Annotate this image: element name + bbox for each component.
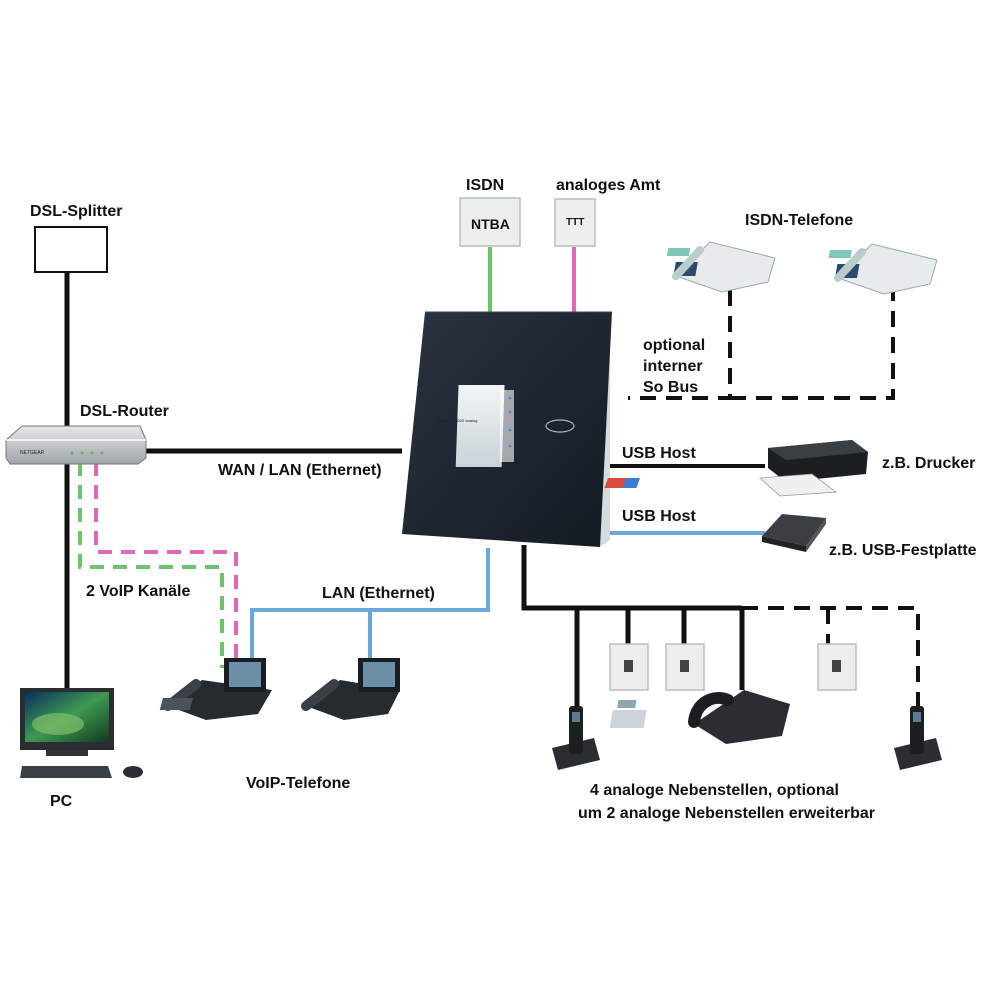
so-bus-line	[628, 290, 895, 400]
analog-ext-label-2: um 2 analoge Nebenstellen erweiterbar	[578, 805, 875, 822]
isdn-phone-1	[666, 241, 776, 293]
lan-line	[250, 548, 490, 668]
voip-channels-label: 2 VoIP Kanäle	[86, 583, 190, 600]
usb-disk	[762, 514, 826, 552]
dsl-splitter	[34, 226, 108, 273]
ntba-label: NTBA	[471, 216, 510, 232]
analog-amt-socket: TTT	[554, 198, 596, 247]
analog-amt-label: analoges Amt	[556, 177, 661, 194]
optional-label-2: interner	[643, 358, 703, 375]
analog-ext-line	[521, 545, 745, 710]
optional-label-3: So Bus	[643, 379, 698, 396]
pbx-model-text: COMmpact 3000 analog	[434, 418, 477, 423]
ttt-text: TTT	[566, 217, 584, 228]
ntba-box: NTBA	[459, 197, 521, 247]
analog-ext-label-1: 4 analoge Nebenstellen, optional	[590, 782, 839, 799]
voip-phone-1	[23, 658, 272, 720]
voip-pink-line	[94, 462, 238, 668]
isdn-phones-label: ISDN-Telefone	[745, 212, 853, 229]
dsl-splitter-label: DSL-Splitter	[30, 203, 122, 220]
connection-lines	[64, 247, 920, 710]
analog-socket-2	[665, 643, 705, 691]
lan-ethernet-label: LAN (Ethernet)	[322, 585, 435, 602]
dsl-router: NETGEAR	[5, 425, 147, 465]
usb-host-label-2: USB Host	[622, 508, 696, 525]
analog-desk-phone	[609, 690, 790, 744]
isdn-phone-2	[828, 243, 938, 295]
usb-disk-label: z.B. USB-Festplatte	[829, 542, 977, 559]
dect-phone-1	[552, 706, 600, 770]
voip-green-line	[78, 462, 224, 668]
printer-label: z.B. Drucker	[882, 455, 975, 472]
dsl-router-label: DSL-Router	[80, 403, 169, 420]
usb-host-label-1: USB Host	[622, 445, 696, 462]
pc-label: PC	[50, 793, 73, 810]
router-brand-text: NETGEAR	[20, 450, 45, 456]
voip-phone-2	[159, 658, 400, 720]
optional-label-1: optional	[643, 337, 705, 354]
voip-phones-label: VoIP-Telefone	[246, 775, 350, 792]
pbx-display-panel	[455, 385, 505, 467]
isdn-label: ISDN	[466, 177, 504, 194]
dect-phone-2	[894, 706, 942, 770]
printer	[604, 440, 868, 497]
wan-lan-label: WAN / LAN (Ethernet)	[218, 462, 382, 479]
analog-socket-1	[609, 643, 649, 691]
pc	[20, 688, 143, 778]
pbx-logo	[545, 419, 575, 433]
analog-socket-optional	[817, 643, 857, 691]
optional-ext-line	[742, 606, 920, 708]
pbx-device: COMmpact 3000 analog	[402, 311, 612, 547]
